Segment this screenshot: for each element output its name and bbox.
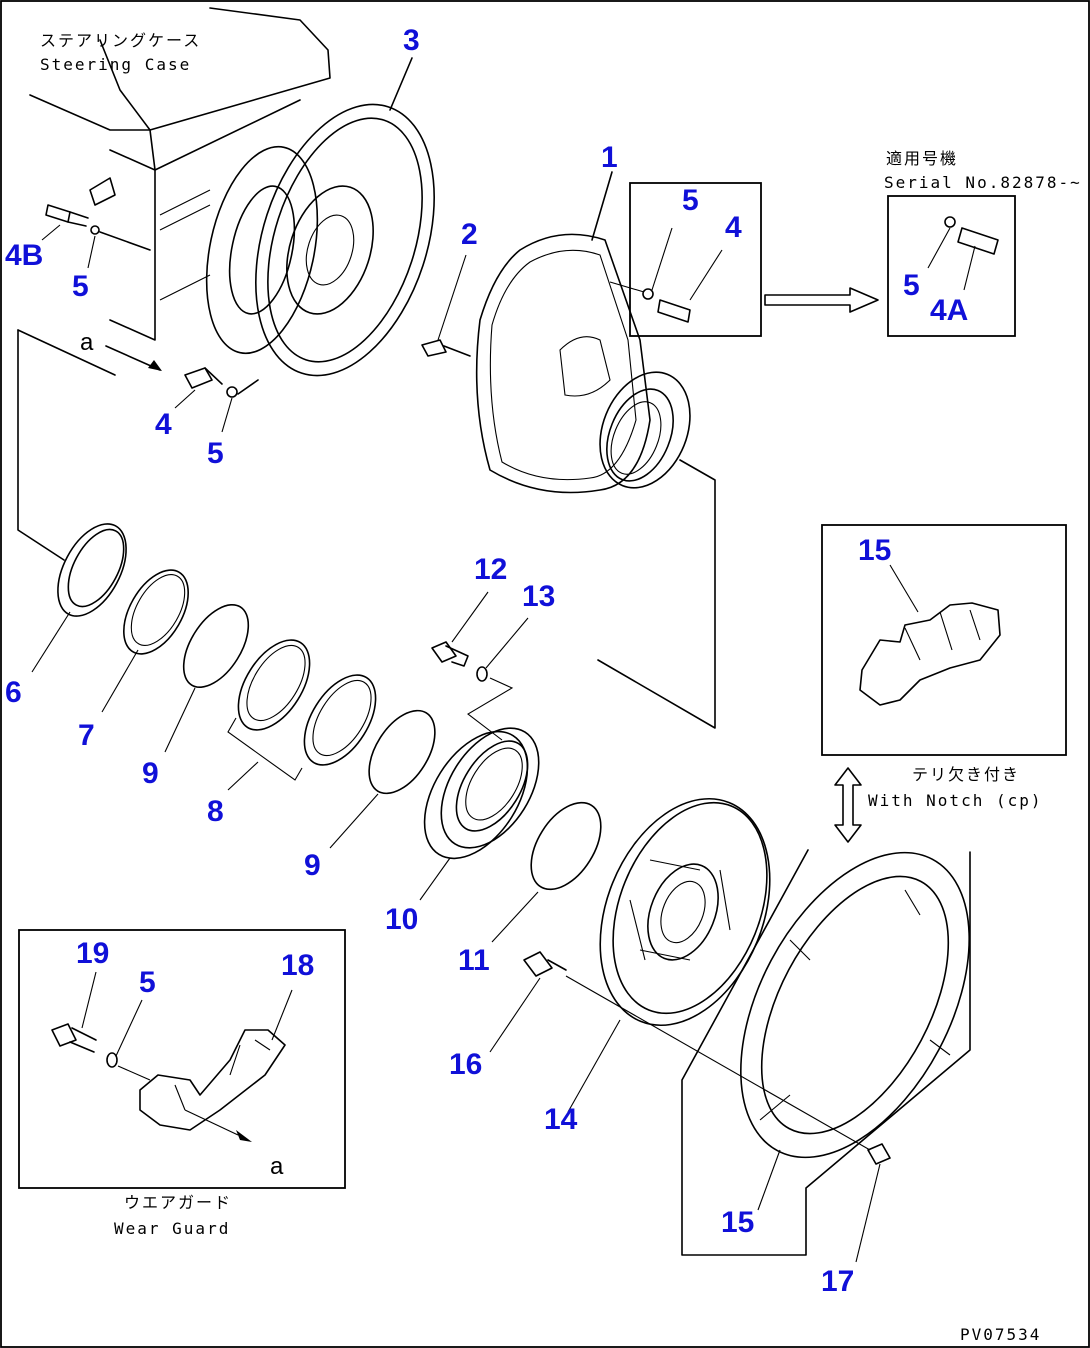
floating-seal-8: [227, 639, 377, 791]
callout-2: 2: [461, 218, 478, 251]
serial-en-label: Serial No.82878-~: [884, 173, 1082, 192]
sprocket-segments-15: [681, 849, 971, 1256]
callout-10: 10: [385, 903, 418, 936]
bolt-16: [489, 951, 871, 1151]
callout-12: 12: [474, 553, 507, 586]
steering-case: [29, 7, 331, 355]
callout-17: 17: [821, 1265, 854, 1298]
drawing-number: PV07534: [960, 1325, 1041, 1344]
wear-guard-box: [18, 929, 346, 1189]
seal-7: [101, 569, 189, 713]
steering-case-jp-label: ステアリングケース: [40, 31, 201, 50]
view-a-arrow-top: [105, 345, 162, 371]
segment-15-notch: [859, 564, 1001, 706]
bolt-box-a: [629, 182, 762, 337]
seal-6: [31, 523, 127, 673]
callout-3: 3: [403, 24, 420, 57]
callout-15: 15: [858, 534, 891, 567]
callout-5: 5: [682, 184, 699, 217]
callout-18: 18: [281, 949, 314, 982]
callout-9: 9: [142, 757, 159, 790]
callout-7: 7: [78, 719, 95, 752]
notch-box: [821, 524, 1067, 756]
notch-jp-label: テリ欠き付き: [912, 765, 1020, 784]
dowel-pin-2: [421, 254, 471, 357]
replacement-arrow: [764, 287, 879, 313]
callout-4: 4: [155, 408, 172, 441]
sprocket-14: [567, 797, 771, 1113]
o-ring-11: [491, 801, 602, 943]
leader-bracket-left: [17, 329, 65, 561]
callout-4b: 4B: [5, 239, 43, 272]
callout-4: 4: [725, 211, 742, 244]
view-a-label-top: a: [80, 329, 94, 356]
steering-case-en-label: Steering Case: [40, 55, 191, 74]
callout-16: 16: [449, 1048, 482, 1081]
callout-1: 1: [601, 141, 618, 174]
wear-guard-jp-label: ウエアガード: [124, 1193, 232, 1212]
serial-jp-label: 適用号機: [886, 149, 958, 168]
bolt-4-upper: [609, 227, 723, 323]
callout-9: 9: [304, 849, 321, 882]
callout-5: 5: [139, 966, 156, 999]
callout-6: 6: [5, 676, 22, 709]
sprocket-hub-1: [475, 171, 716, 729]
retainer-10: [419, 727, 540, 901]
double-arrow: [834, 767, 862, 843]
gasket-3: [255, 57, 435, 377]
callout-5: 5: [72, 270, 89, 303]
bolt-4a: [927, 216, 999, 291]
leader-bracket-top: [17, 329, 116, 376]
bolt-12: [431, 591, 489, 667]
callout-19: 19: [76, 937, 109, 970]
callout-11: 11: [458, 944, 490, 977]
o-ring-9b: [329, 709, 436, 849]
washer-13: [467, 617, 529, 741]
callout-4a: 4A: [930, 294, 968, 327]
callout-13: 13: [522, 580, 555, 613]
nut-17: [855, 1143, 891, 1263]
view-a-label-bottom: a: [270, 1153, 284, 1180]
wear-guard-en-label: Wear Guard: [114, 1219, 230, 1238]
wear-guard-parts: [51, 971, 293, 1142]
callout-5: 5: [207, 437, 224, 470]
notch-en-label: With Notch (cp): [868, 791, 1043, 810]
serial-box: [887, 195, 1016, 337]
bolt-4-left: [174, 367, 259, 433]
callout-15: 15: [721, 1206, 754, 1239]
callout-5: 5: [903, 269, 920, 302]
bolt-4b: [41, 204, 151, 269]
o-ring-9a: [164, 604, 250, 753]
callout-8: 8: [207, 795, 224, 828]
callout-14: 14: [544, 1103, 578, 1136]
